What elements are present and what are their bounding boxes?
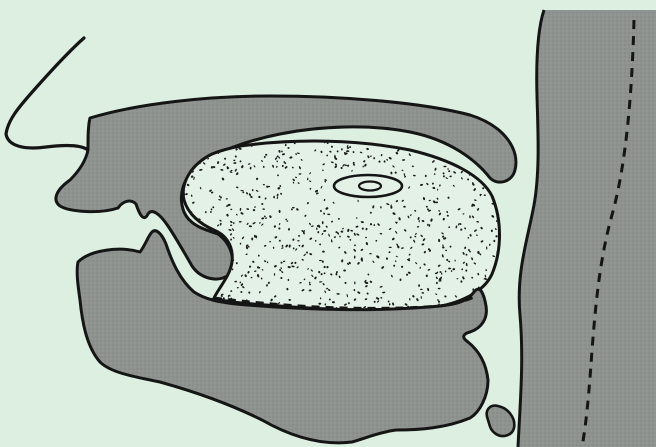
nose-profile-line [6,38,88,150]
stipple-dot [419,220,420,223]
pharynx-wall [518,10,656,447]
stipple-dot [369,253,372,254]
stipple-dot [267,261,268,263]
stipple-dot [389,247,392,248]
stipple-dot [288,299,290,301]
stipple-dot [233,162,236,164]
hyoid [487,406,515,436]
